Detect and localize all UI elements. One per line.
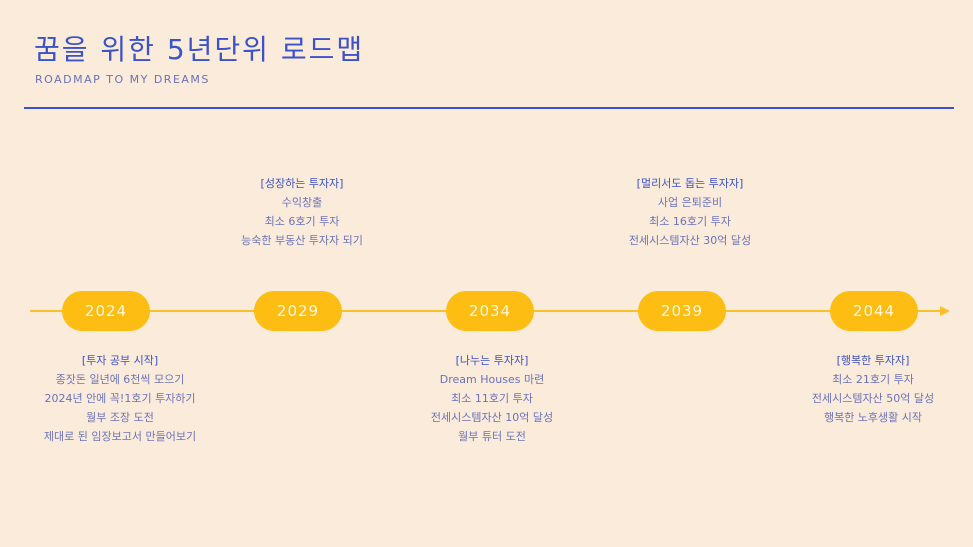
- milestone-line: 2024년 안에 꼭!1호기 투자하기: [44, 392, 196, 405]
- milestone-line: 행복한 노후생활 시작: [823, 411, 923, 424]
- milestone-2039-details: [멀리서도 돕는 투자자] 사업 은퇴준비 최소 16호기 투자 전세시스템자산…: [570, 174, 810, 250]
- header-divider: [24, 107, 954, 109]
- milestone-title: [행복한 투자자]: [836, 354, 910, 367]
- milestone-title: [투자 공부 시작]: [81, 354, 159, 367]
- year-pill-2024: 2024: [62, 291, 150, 331]
- year-pill-2034: 2034: [446, 291, 534, 331]
- milestone-line: 종잣돈 일년에 6천씩 모으기: [55, 373, 185, 386]
- milestone-line: 최소 21호기 투자: [832, 373, 914, 386]
- milestone-line: 전세시스템자산 30억 달성: [628, 234, 752, 247]
- milestone-line: 사업 은퇴준비: [657, 196, 723, 209]
- milestone-2024-details: [투자 공부 시작] 종잣돈 일년에 6천씩 모으기 2024년 안에 꼭!1호…: [0, 351, 240, 446]
- milestone-2029-details: [성장하는 투자자] 수익창출 최소 6호기 투자 능숙한 부동산 투자자 되기: [182, 174, 422, 250]
- milestone-line: 월부 조장 도전: [86, 411, 154, 424]
- milestone-line: 전세시스템자산 10억 달성: [430, 411, 554, 424]
- page-title: 꿈을 위한 5년단위 로드맵: [34, 33, 365, 66]
- milestone-title: [멀리서도 돕는 투자자]: [636, 177, 744, 190]
- milestone-2034-details: [나누는 투자자] Dream Houses 마련 최소 11호기 투자 전세시…: [372, 351, 612, 446]
- milestone-line: 능숙한 부동산 투자자 되기: [241, 234, 363, 247]
- year-pill-2044: 2044: [830, 291, 918, 331]
- milestone-title: [성장하는 투자자]: [260, 177, 344, 190]
- milestone-line: 최소 6호기 투자: [264, 215, 340, 228]
- milestone-line: 전세시스템자산 50억 달성: [811, 392, 935, 405]
- year-pill-2029: 2029: [254, 291, 342, 331]
- milestone-line: 월부 튜터 도전: [458, 430, 526, 443]
- milestone-line: 수익창출: [281, 196, 323, 209]
- milestone-line: 최소 16호기 투자: [649, 215, 731, 228]
- milestone-title: [나누는 투자자]: [455, 354, 529, 367]
- page-subtitle: ROADMAP TO MY DREAMS: [35, 73, 210, 86]
- milestone-line: Dream Houses 마련: [439, 373, 545, 386]
- milestone-line: 최소 11호기 투자: [451, 392, 533, 405]
- milestone-2044-details: [행복한 투자자] 최소 21호기 투자 전세시스템자산 50억 달성 행복한 …: [753, 351, 973, 427]
- timeline-arrow-icon: [940, 306, 950, 316]
- milestone-line: 제대로 된 임장보고서 만들어보기: [43, 430, 197, 443]
- year-pill-2039: 2039: [638, 291, 726, 331]
